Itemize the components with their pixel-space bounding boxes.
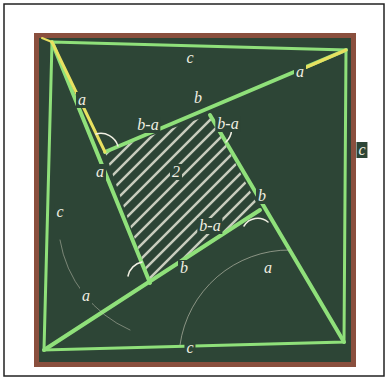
right-angle-arc: [96, 133, 118, 146]
faint-arc: [180, 250, 290, 345]
outer-frame: [4, 4, 384, 376]
hatch-line: [240, 100, 388, 300]
chalk-label: c: [356, 142, 367, 158]
hatch-line: [0, 100, 160, 300]
board-frame: [34, 33, 356, 367]
leg-line: [44, 210, 260, 350]
chalk-label: 2: [170, 164, 182, 180]
right-angle-arc: [244, 218, 268, 226]
chalk-label: a: [94, 164, 106, 180]
chalk-label: c: [54, 204, 65, 220]
leg-line: [52, 42, 150, 283]
hatch-line: [254, 100, 388, 300]
chalk-label: b-a: [197, 218, 222, 234]
hatch-line: [128, 100, 328, 300]
chalk-label: a: [294, 64, 306, 80]
leg-highlight: [52, 42, 105, 152]
hatching: [0, 100, 388, 300]
chalk-label: b: [256, 188, 268, 204]
hatch-line: [156, 100, 356, 300]
hatch-line: [268, 100, 388, 300]
chalk-label: b-a: [135, 117, 160, 133]
board: [39, 38, 351, 362]
hatch-line: [100, 100, 300, 300]
hatch-line: [142, 100, 342, 300]
pythagoras-figure: [42, 38, 346, 350]
hatch-line: [184, 100, 384, 300]
faint-arc: [60, 240, 130, 330]
chalk-label: c: [184, 50, 195, 66]
chalk-label: b: [192, 90, 204, 106]
chalk-label: a: [76, 92, 88, 108]
hatch-line: [170, 100, 370, 300]
leg-highlight: [300, 50, 346, 70]
chalk-label: c: [184, 340, 195, 356]
outer-square: [44, 42, 346, 350]
chalk-label: b-a: [215, 116, 240, 132]
chalk-label: a: [262, 260, 274, 276]
chalk-label: a: [80, 288, 92, 304]
leg-line: [105, 50, 346, 152]
chalk-label: b: [178, 260, 190, 276]
corner-mark: [42, 38, 52, 42]
hatch-line: [226, 100, 388, 300]
right-angle-arc: [128, 262, 142, 276]
